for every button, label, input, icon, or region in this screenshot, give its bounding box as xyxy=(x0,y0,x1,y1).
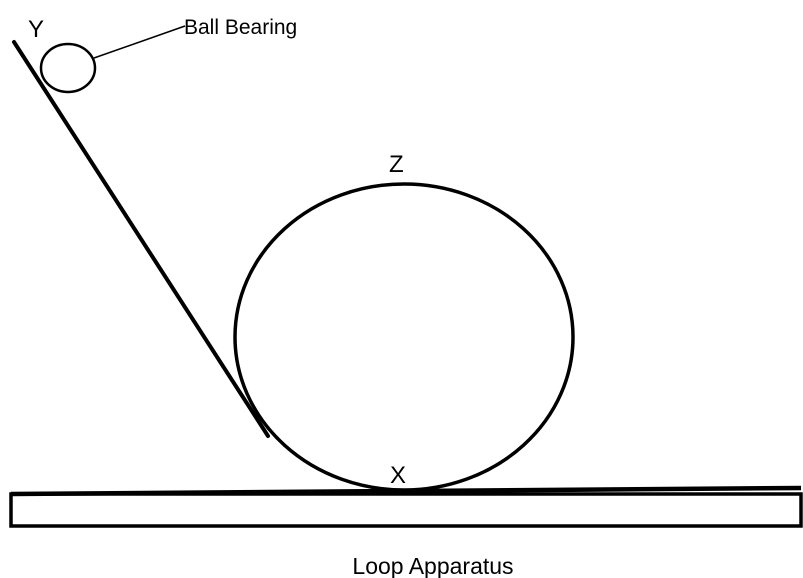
point-z-label: Z xyxy=(389,151,404,178)
loop-circle xyxy=(233,182,575,492)
ball-bearing xyxy=(39,42,97,94)
ball-callout-line xyxy=(93,25,186,59)
point-x-label: X xyxy=(390,462,406,489)
base-board xyxy=(9,492,803,528)
point-y-label: Y xyxy=(28,16,44,43)
ramp-track xyxy=(12,40,270,438)
caption: Loop Apparatus xyxy=(352,553,513,578)
ball-bearing-label: Ball Bearing xyxy=(184,16,297,39)
base-board-top-edge xyxy=(10,485,802,497)
